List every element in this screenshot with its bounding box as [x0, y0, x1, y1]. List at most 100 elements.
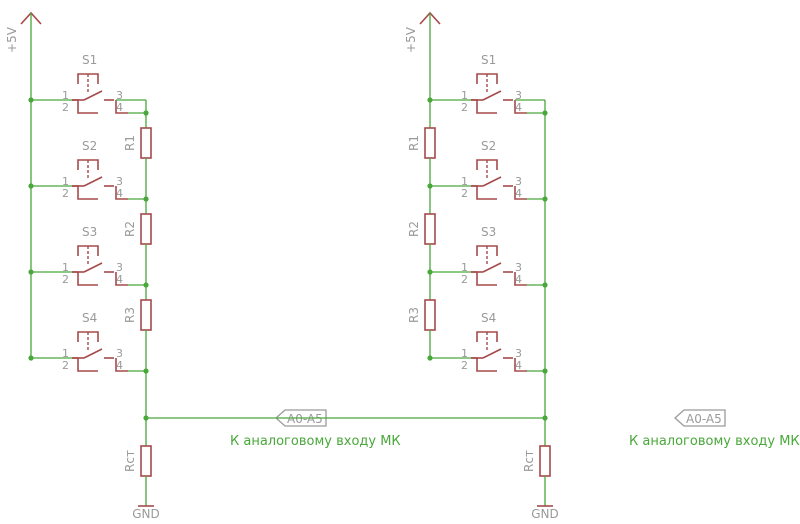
pin-label: 2 [62, 187, 69, 200]
junction-dot [427, 269, 433, 275]
pin-label: 1 [461, 175, 468, 188]
pin-label: 2 [461, 101, 468, 114]
resistor-r2: R2 [123, 213, 152, 245]
resistor-r2: R2 [407, 213, 436, 245]
switch-pin-4-lead [514, 100, 527, 114]
port-a0-a5: A0-A5 К аналоговому входу МК [629, 409, 800, 449]
switch-label: S4 [481, 311, 496, 325]
pin-label: 1 [461, 89, 468, 102]
resistor-body [140, 299, 152, 331]
pin-label: 2 [461, 187, 468, 200]
resistor-rst: Rст [522, 445, 551, 477]
pin-label: 3 [515, 89, 522, 102]
pin-label: 1 [62, 175, 69, 188]
pin-label: 3 [515, 175, 522, 188]
resistor-label: R3 [123, 307, 137, 323]
switch-label: S4 [82, 311, 97, 325]
port-label: A0-A5 [287, 412, 323, 426]
junction-dot [542, 415, 548, 421]
junction-dot [542, 196, 548, 202]
switch-pin-2-lead [471, 185, 497, 200]
resistor-r1: R1 [123, 127, 152, 159]
pin-label: 4 [515, 273, 522, 286]
resistor-body [539, 445, 551, 477]
switch-pin-2-lead [471, 357, 497, 372]
switch-pin-4-lead [514, 272, 527, 286]
pin-label: 3 [116, 261, 123, 274]
pin-label: 4 [515, 187, 522, 200]
ground-label: GND [132, 507, 160, 521]
junction-dot [542, 110, 548, 116]
resistor-label: R2 [123, 221, 137, 237]
pin-label: 1 [62, 347, 69, 360]
port-note: К аналоговому входу МК [230, 434, 401, 449]
junction-dot [28, 269, 34, 275]
pin-label: 2 [62, 273, 69, 286]
switch-pin-2-lead [471, 271, 497, 286]
supply-label: +5V [5, 26, 19, 53]
switch-pin-4-lead [115, 186, 128, 200]
switch-pin-2-lead [72, 357, 98, 372]
switch-pin-4-lead [115, 358, 128, 372]
circuit-left: +5VRстGNDS11234S21234S31234S41234R1R2R3A… [5, 11, 401, 521]
switch-pin-4-lead [115, 100, 128, 114]
pin-label: 2 [62, 101, 69, 114]
resistor-r1: R1 [407, 127, 436, 159]
pin-label: 1 [62, 89, 69, 102]
switch-pin-2-lead [471, 99, 497, 114]
resistor-label: R2 [407, 221, 421, 237]
resistor-body [140, 213, 152, 245]
pin-label: 2 [461, 359, 468, 372]
port-note: К аналоговому входу МК [629, 434, 800, 449]
switch-pin-2-lead [72, 271, 98, 286]
resistor-body [424, 127, 436, 159]
resistor-body [140, 445, 152, 477]
port-shape [674, 409, 726, 427]
port-a0-a5: A0-A5 К аналоговому входу МК [230, 409, 401, 449]
pin-label: 4 [515, 359, 522, 372]
supply-arrow: +5V [404, 11, 441, 100]
ground-label: GND [531, 507, 559, 521]
switch-label: S2 [82, 139, 97, 153]
switch-pin-2-lead [72, 185, 98, 200]
pin-label: 1 [461, 261, 468, 274]
junction-dot [542, 282, 548, 288]
switch-blade [83, 262, 103, 273]
junction-dot [28, 183, 34, 189]
switch-label: S3 [82, 225, 97, 239]
pin-label: 2 [62, 359, 69, 372]
port-label: A0-A5 [686, 412, 722, 426]
resistor-body [424, 213, 436, 245]
switch-blade [83, 176, 103, 187]
pin-label: 1 [461, 347, 468, 360]
pin-label: 3 [515, 347, 522, 360]
pin-label: 1 [62, 261, 69, 274]
switch-blade [482, 348, 502, 359]
resistor-label: R3 [407, 307, 421, 323]
junction-dot [427, 355, 433, 361]
junction-dot [28, 97, 34, 103]
resistor-rst: Rст [123, 445, 152, 477]
switch-blade [83, 90, 103, 101]
pin-label: 4 [116, 101, 123, 114]
switch-pin-2-lead [72, 99, 98, 114]
junction-dot [427, 97, 433, 103]
pin-label: 3 [515, 261, 522, 274]
resistor-label: Rст [123, 450, 137, 472]
pin-label: 4 [116, 187, 123, 200]
pin-label: 2 [461, 273, 468, 286]
pin-label: 4 [116, 359, 123, 372]
supply-label: +5V [404, 26, 418, 53]
switch-pin-4-lead [514, 186, 527, 200]
resistor-label: Rст [522, 450, 536, 472]
resistor-r3: R3 [407, 299, 436, 331]
switch-s4: S4 12 34 [461, 311, 527, 372]
junction-dot [427, 183, 433, 189]
resistor-r3: R3 [123, 299, 152, 331]
